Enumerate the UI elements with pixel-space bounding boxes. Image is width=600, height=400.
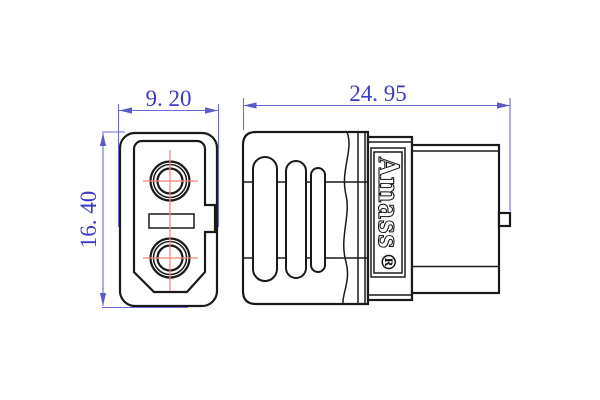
arrowhead-left xyxy=(119,107,132,114)
divider-slot xyxy=(148,213,195,229)
grip-rib-large xyxy=(252,156,278,282)
arrowhead-right xyxy=(497,102,510,109)
arrowhead-bottom xyxy=(99,293,107,306)
dimension-front-height: 16. 40 xyxy=(76,131,188,309)
side-view: Amass ® xyxy=(241,130,512,306)
front-view xyxy=(118,131,219,308)
dimension-label-front-width: 9. 20 xyxy=(146,86,192,111)
arrowhead-left xyxy=(243,102,257,109)
registered-trademark-icon: ® xyxy=(377,252,401,272)
centerlines xyxy=(143,150,198,291)
brand-plate-inner xyxy=(373,151,403,274)
brand-plate-outer xyxy=(370,147,406,278)
rear-housing xyxy=(410,143,501,295)
rear-latch-pin xyxy=(497,211,512,228)
outer-housing-outline xyxy=(118,131,219,308)
overmold-boundary xyxy=(342,131,350,305)
arrowhead-top xyxy=(99,133,107,146)
dimension-label-front-height: 16. 40 xyxy=(76,191,101,249)
mating-face-outline xyxy=(132,139,217,294)
brand-label: Amass xyxy=(372,156,405,249)
dimension-label-side-length: 24. 95 xyxy=(349,81,407,106)
dimension-side-length: 24. 95 xyxy=(242,81,511,211)
grip-rib-small xyxy=(310,167,326,273)
grip-rib-medium xyxy=(285,160,307,279)
dimension-front-width: 9. 20 xyxy=(117,86,220,227)
arrowhead-right xyxy=(205,107,218,114)
